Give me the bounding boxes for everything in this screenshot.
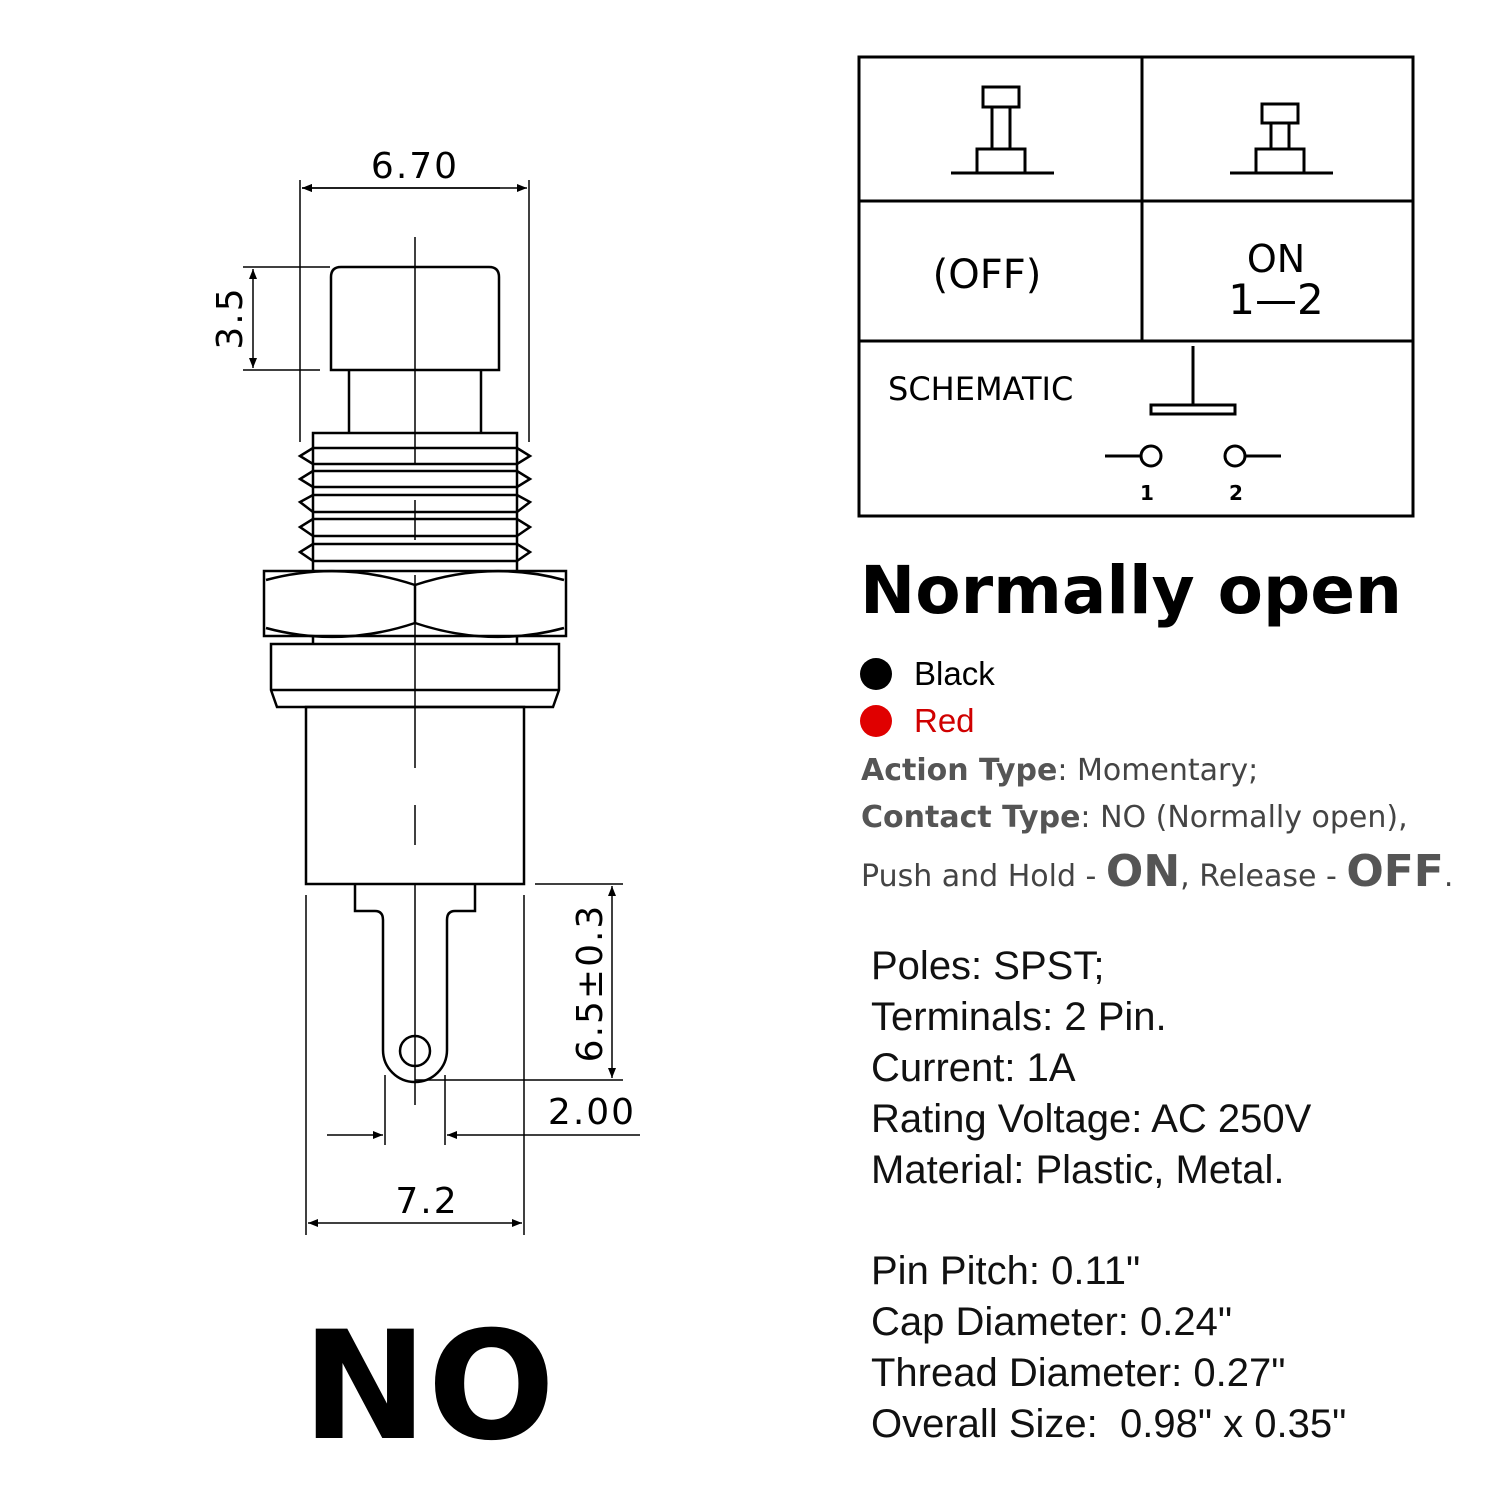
spec-voltage: Rating Voltage: AC 250V [871,1097,1312,1141]
size-overall: Overall Size: 0.98" x 0.35" [871,1402,1347,1446]
washer [269,642,561,709]
contact-type-value: : NO (Normally open), [1080,800,1408,835]
operation-line: Push and Hold - ON, Release - OFF. [861,846,1453,897]
color-option-red: Red [860,702,975,740]
schematic-symbol [1105,346,1281,468]
action-type-label: Action Type [861,753,1058,788]
thread [297,431,533,571]
push-text: Push and Hold - [861,859,1106,894]
terminal-width-label: 2.00 [548,1092,636,1133]
action-type-value: : Momentary; [1057,753,1259,788]
contact-type-label: Contact Type [861,800,1081,835]
released-button-icon [951,85,1054,175]
action-type-line: Action Type: Momentary; [861,753,1258,788]
cap [329,265,501,372]
spec-current: Current: 1A [871,1046,1076,1090]
state-table [857,55,1415,518]
body-width-dimension [305,895,525,1235]
on-text: ON [1105,846,1181,897]
cap-width-dimension [299,180,530,442]
release-text: , Release - [1180,859,1347,894]
cap-height-label: 3.5 [210,286,251,349]
on-state-label: ON [1247,237,1305,281]
off-text: OFF [1346,846,1444,897]
schematic-label: SCHEMATIC [888,370,1073,408]
cap-width-label: 6.70 [371,146,459,187]
cap-height-dimension [243,266,330,371]
terminal-length-dimension [415,883,623,1081]
on-contacts-label: 1—2 [1228,275,1323,324]
contact-type-line: Contact Type: NO (Normally open), [861,800,1408,835]
color-name: Red [914,702,975,739]
period: . [1443,859,1454,894]
size-thread-diameter: Thread Diameter: 0.27" [871,1351,1286,1395]
spec-material: Material: Plastic, Metal. [871,1148,1285,1192]
pressed-button-icon [1230,102,1333,175]
switch-type-label: NO [302,1300,556,1474]
switch-body [304,705,526,886]
color-option-black: Black [860,655,995,693]
terminal [353,884,477,1084]
size-cap-diameter: Cap Diameter: 0.24" [871,1300,1233,1344]
hex-nut [262,569,568,639]
spec-terminals: Terminals: 2 Pin. [871,995,1167,1039]
terminal-width-dimension [327,1075,640,1145]
body-width-label: 7.2 [395,1181,458,1222]
off-state-label: (OFF) [933,252,1042,298]
terminal-length-label: 6.5±0.3 [570,904,611,1063]
color-name: Black [914,655,995,692]
red-dot-icon [860,705,892,737]
pin-1-label: 1 [1140,481,1154,505]
black-dot-icon [860,658,892,690]
spec-poles: Poles: SPST; [871,944,1105,988]
pin-2-label: 2 [1229,481,1243,505]
size-pin-pitch: Pin Pitch: 0.11" [871,1249,1141,1293]
page-title: Normally open [860,552,1403,629]
